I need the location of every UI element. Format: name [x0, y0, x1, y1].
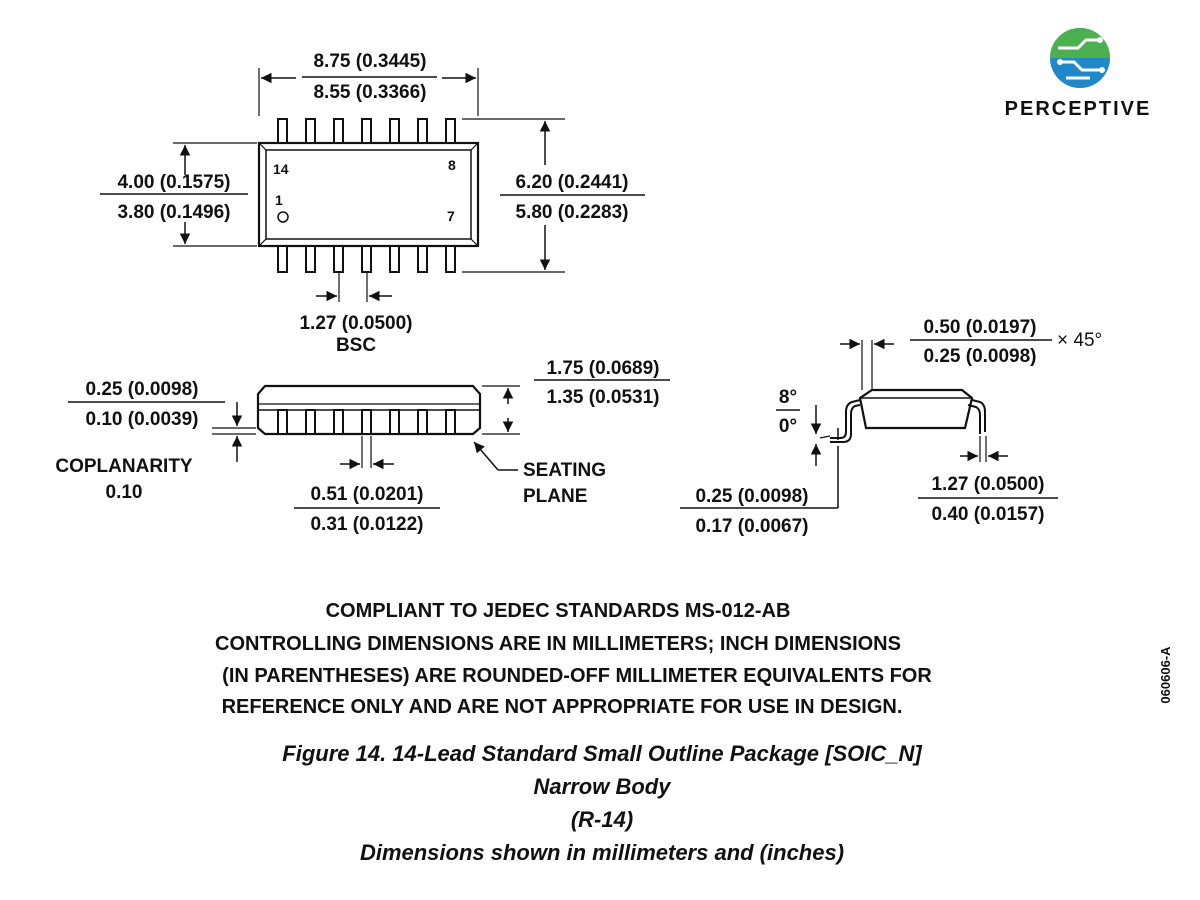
bottom-lead — [389, 245, 400, 273]
caption-units: Dimensions shown in millimeters and (inc… — [360, 840, 844, 865]
chamfer-angle: × 45° — [1057, 330, 1102, 351]
side-lead — [389, 409, 400, 435]
figure-caption: Figure 14. 14-Lead Standard Small Outlin… — [282, 741, 922, 865]
bottom-lead — [333, 245, 344, 273]
compliance-note: COMPLIANT TO JEDEC STANDARDS MS-012-AB — [326, 600, 791, 622]
drawing-code: 060606-A — [1158, 646, 1173, 704]
note-line-1: CONTROLLING DIMENSIONS ARE IN MILLIMETER… — [215, 633, 901, 655]
bottom-lead — [305, 245, 316, 273]
top-lead — [417, 118, 428, 144]
seating-plane-label-1: SEATING — [523, 460, 606, 481]
bottom-lead — [445, 245, 456, 273]
top-lead — [445, 118, 456, 144]
total-width-min: 5.80 (0.2283) — [515, 202, 628, 223]
caption-package-code: (R-14) — [571, 807, 633, 832]
bottom-lead — [277, 245, 288, 273]
top-view-body-outer — [257, 141, 480, 248]
bottom-lead — [417, 245, 428, 273]
note-line-3: REFERENCE ONLY AND ARE NOT APPROPRIATE F… — [222, 696, 903, 718]
notes-block: COMPLIANT TO JEDEC STANDARDS MS-012-AB C… — [215, 600, 1173, 718]
chamfer-min: 0.25 (0.0098) — [923, 346, 1036, 367]
body-width-min: 3.80 (0.1496) — [117, 202, 230, 223]
chamfer-max: 0.50 (0.0197) — [923, 317, 1036, 338]
top-lead — [333, 118, 344, 144]
pitch-note: BSC — [336, 335, 376, 356]
seating-plane-label-2: PLANE — [523, 486, 587, 507]
pin-label-14: 14 — [273, 161, 289, 177]
end-view-lead-left — [830, 399, 861, 439]
side-lead — [445, 409, 456, 435]
foot-min: 0.40 (0.0157) — [931, 504, 1044, 525]
length-max: 8.75 (0.3445) — [313, 51, 426, 72]
note-line-2: (IN PARENTHESES) ARE ROUNDED-OFF MILLIME… — [222, 665, 932, 687]
side-lead — [277, 409, 288, 435]
height-min: 1.35 (0.0531) — [546, 387, 659, 408]
bottom-lead — [361, 245, 372, 273]
top-lead — [305, 118, 316, 144]
foot-max: 1.27 (0.0500) — [931, 474, 1044, 495]
top-view: 14 8 1 7 8.75 (0.3445) 8.55 (0.3366) 4.0… — [100, 51, 645, 356]
coplanarity-value: 0.10 — [106, 482, 143, 503]
pin-label-8: 8 — [448, 157, 456, 173]
body-width-max: 4.00 (0.1575) — [117, 172, 230, 193]
end-view: 0.50 (0.0197) 0.25 (0.0098) × 45° 8° 0° … — [680, 317, 1102, 537]
coplanarity-label: COPLANARITY — [55, 456, 193, 477]
total-width-max: 6.20 (0.2441) — [515, 172, 628, 193]
standoff-min: 0.10 (0.0039) — [85, 409, 198, 430]
perceptive-logo: PERCEPTIVE — [1005, 28, 1152, 120]
standoff-max: 0.25 (0.0098) — [85, 379, 198, 400]
pitch-value: 1.27 (0.0500) — [299, 313, 412, 334]
logo-globe-icon — [1050, 28, 1110, 88]
top-view-body-inner — [265, 149, 472, 240]
pin1-marker — [277, 211, 289, 223]
side-view: 0.25 (0.0098) 0.10 (0.0039) COPLANARITY … — [55, 358, 670, 535]
side-lead — [361, 409, 372, 435]
thickness-max: 0.25 (0.0098) — [695, 486, 808, 507]
lead-width-min: 0.31 (0.0122) — [310, 514, 423, 535]
caption-body-type: Narrow Body — [534, 774, 673, 799]
side-lead — [333, 409, 344, 435]
logo-wordmark: PERCEPTIVE — [1005, 98, 1152, 120]
pin-label-1: 1 — [275, 192, 283, 208]
end-view-lead-right — [971, 399, 986, 432]
angle-max: 8° — [779, 387, 797, 408]
angle-min: 0° — [779, 416, 797, 437]
end-view-body — [858, 388, 974, 430]
height-max: 1.75 (0.0689) — [546, 358, 659, 379]
lead-width-max: 0.51 (0.0201) — [310, 484, 423, 505]
top-lead — [389, 118, 400, 144]
side-lead — [417, 409, 428, 435]
thickness-min: 0.17 (0.0067) — [695, 516, 808, 537]
top-lead — [361, 118, 372, 144]
length-min: 8.55 (0.3366) — [313, 82, 426, 103]
top-lead — [277, 118, 288, 144]
side-lead — [305, 409, 316, 435]
caption-title: Figure 14. 14-Lead Standard Small Outlin… — [282, 741, 922, 766]
pin-label-7: 7 — [447, 208, 455, 224]
